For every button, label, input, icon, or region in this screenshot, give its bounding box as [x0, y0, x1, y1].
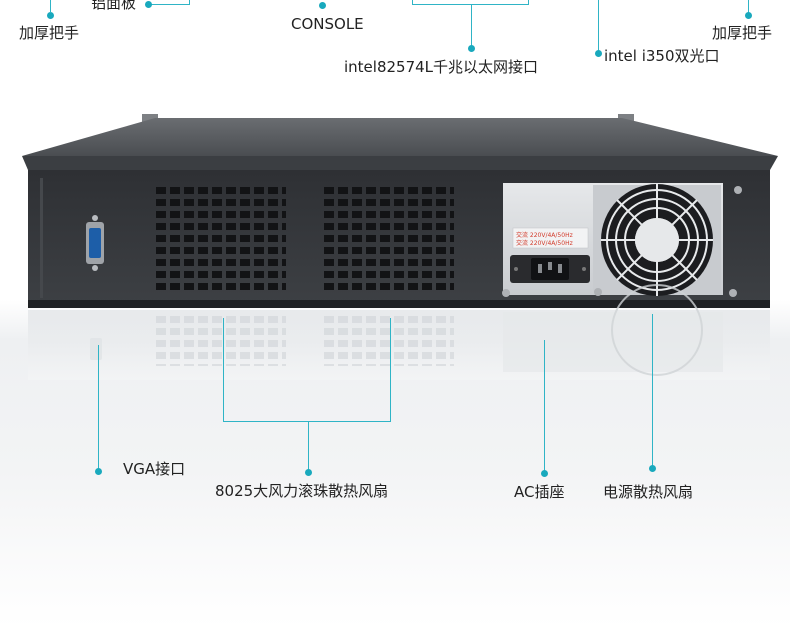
leader-dot-i350 [595, 50, 602, 57]
screw [502, 289, 510, 297]
leader-dot-fans [305, 469, 312, 476]
psu-sticker [512, 227, 589, 249]
leader-line-psu-fan [652, 314, 653, 468]
rear-ear-right [618, 114, 634, 122]
leader-bracket-fans-right [390, 318, 391, 422]
rear-bottom-lip [28, 300, 770, 308]
label-handle-left: 加厚把手 [19, 24, 80, 42]
leader-line-fans [308, 421, 309, 471]
screw [594, 288, 602, 296]
psu-sticker-line1: 交流 220V/4A/50Hz [516, 231, 573, 239]
leader-bracket-82574l [412, 0, 413, 5]
top-cover [22, 118, 778, 156]
leader-bracket-fans-h [223, 421, 391, 422]
leader-bracket-82574l-r [528, 0, 529, 5]
top-edge [22, 156, 778, 170]
leader-bracket-fans-left [223, 318, 224, 422]
leader-line-i350 [598, 0, 599, 52]
leader-line-panel-v [189, 0, 190, 5]
leader-dot-82574l [468, 45, 475, 52]
leader-line-vga [98, 345, 99, 471]
screw [734, 186, 742, 194]
leader-bracket-82574l-h [412, 4, 529, 5]
leader-dot-ac [541, 470, 548, 477]
rear-ear-left [142, 114, 158, 122]
leader-dot-handle-left [47, 12, 54, 19]
label-vga: VGA接口 [123, 460, 186, 478]
label-nic-82574l: intel82574L千兆以太网接口 [344, 58, 539, 76]
label-ac: AC插座 [514, 483, 565, 501]
label-console: CONSOLE [291, 15, 364, 33]
label-handle-right: 加厚把手 [712, 24, 773, 42]
leader-line-panel [150, 4, 190, 5]
label-nic-i350: intel i350双光口 [604, 47, 720, 65]
fan-vent-left [156, 187, 286, 295]
screw [729, 289, 737, 297]
fan-vent-right [324, 187, 454, 295]
leader-dot-handle-right [745, 12, 752, 19]
leader-line-handle-left [50, 0, 51, 13]
psu-sticker-line2: 交流 220V/4A/50Hz [516, 239, 573, 247]
leader-dot-console [319, 2, 326, 9]
label-fans: 8025大风力滚珠散热风扇 [215, 482, 389, 500]
leader-line-ac [544, 340, 545, 473]
leader-dot-psu-fan [649, 465, 656, 472]
leader-dot-panel [145, 1, 152, 8]
label-psu-fan: 电源散热风扇 [603, 483, 694, 501]
leader-dot-vga [95, 468, 102, 475]
leader-line-handle-right [748, 0, 749, 15]
label-panel: 铝面板 [91, 0, 137, 12]
leader-line-82574l [471, 4, 472, 48]
